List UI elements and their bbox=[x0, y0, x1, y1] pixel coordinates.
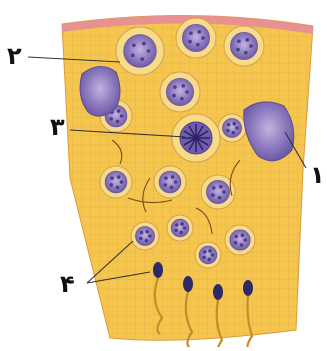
chromatin-dot bbox=[226, 129, 230, 133]
chromatin-dot bbox=[237, 39, 241, 43]
label-3: ٣ bbox=[50, 115, 65, 139]
chromatin-dot bbox=[163, 183, 167, 187]
label-2: ٢ bbox=[7, 44, 22, 68]
chromatin-dot bbox=[180, 222, 184, 226]
chromatin-dot bbox=[145, 239, 149, 243]
chromatin-dot bbox=[120, 180, 124, 184]
sperm-head bbox=[243, 280, 253, 296]
chromatin-dot bbox=[240, 243, 244, 247]
chromatin-dot bbox=[211, 193, 215, 197]
cell-nucleus bbox=[124, 35, 157, 68]
cell bbox=[131, 222, 159, 250]
cell bbox=[160, 72, 200, 112]
label-4: ۴ bbox=[60, 272, 75, 296]
chromatin-dot bbox=[202, 256, 206, 260]
chromatin-dot bbox=[211, 253, 215, 257]
chromatin-dot bbox=[147, 49, 151, 53]
chromatin-dot bbox=[243, 238, 247, 242]
sperm-head bbox=[213, 284, 223, 300]
chromatin-dot bbox=[235, 126, 239, 130]
chromatin-dot bbox=[208, 249, 212, 253]
chromatin-dot bbox=[180, 97, 184, 101]
chromatin-dot bbox=[244, 51, 248, 55]
chromatin-dot bbox=[245, 38, 249, 42]
chromatin-dot bbox=[175, 223, 179, 227]
chromatin-dot bbox=[234, 235, 238, 239]
chromatin-dot bbox=[172, 94, 176, 98]
chromatin-dot bbox=[173, 85, 177, 89]
chromatin-dot bbox=[117, 109, 121, 113]
chromatin-dot bbox=[171, 175, 175, 179]
chromatin-dot bbox=[219, 185, 223, 189]
chromatin-dot bbox=[132, 43, 136, 47]
cell-nucleus bbox=[230, 32, 257, 59]
chromatin-dot bbox=[249, 44, 253, 48]
chromatin-dot bbox=[142, 42, 146, 46]
cell bbox=[224, 26, 264, 66]
chromatin-dot bbox=[183, 226, 187, 230]
cell-nucleus bbox=[206, 180, 229, 203]
cell bbox=[195, 242, 221, 268]
chromatin-dot bbox=[203, 250, 207, 254]
cell bbox=[176, 18, 216, 58]
chromatin-dot bbox=[131, 54, 135, 58]
chromatin-dot bbox=[109, 117, 113, 121]
chromatin-dot bbox=[139, 237, 143, 241]
large-cell-left bbox=[80, 66, 120, 116]
chromatin-dot bbox=[234, 241, 238, 245]
chromatin-dot bbox=[110, 176, 114, 180]
cell bbox=[218, 114, 246, 142]
chromatin-dot bbox=[232, 131, 236, 135]
chromatin-dot bbox=[232, 122, 236, 126]
chromatin-dot bbox=[201, 36, 205, 40]
chromatin-dot bbox=[148, 234, 152, 238]
cell-nucleus bbox=[230, 230, 250, 250]
dividing-cell bbox=[172, 114, 220, 162]
cell-nucleus bbox=[159, 171, 181, 193]
label-1: ١ bbox=[310, 163, 325, 187]
chromatin-dot bbox=[185, 90, 189, 94]
chromatin-dot bbox=[188, 40, 192, 44]
chromatin-dot bbox=[164, 176, 168, 180]
chromatin-dot bbox=[181, 84, 185, 88]
cell bbox=[100, 166, 132, 198]
cell bbox=[116, 27, 164, 75]
chromatin-dot bbox=[140, 57, 144, 61]
chromatin-dot bbox=[197, 30, 201, 34]
sperm-head bbox=[183, 276, 193, 292]
chromatin-dot bbox=[207, 258, 211, 262]
chromatin-dot bbox=[189, 31, 193, 35]
chromatin-dot bbox=[222, 190, 226, 194]
chromatin-dot bbox=[218, 196, 222, 200]
cell bbox=[201, 175, 235, 209]
cell-nucleus bbox=[166, 78, 193, 105]
chromatin-dot bbox=[179, 231, 183, 235]
chromatin-dot bbox=[170, 186, 174, 190]
chromatin-dot bbox=[116, 186, 120, 190]
cell-nucleus bbox=[105, 171, 127, 193]
chromatin-dot bbox=[116, 120, 120, 124]
chromatin-dot bbox=[174, 229, 178, 233]
chromatin-dot bbox=[117, 175, 121, 179]
chromatin-dot bbox=[227, 123, 231, 127]
cell bbox=[167, 215, 193, 241]
chromatin-dot bbox=[174, 180, 178, 184]
chromatin-dot bbox=[196, 43, 200, 47]
chromatin-dot bbox=[120, 114, 124, 118]
chromatin-dot bbox=[236, 48, 240, 52]
cell-nucleus bbox=[182, 24, 209, 51]
chromatin-dot bbox=[241, 234, 245, 238]
chromatin-dot bbox=[145, 230, 149, 234]
sperm-head bbox=[153, 262, 163, 278]
chromatin-dot bbox=[212, 186, 216, 190]
cell bbox=[225, 225, 255, 255]
chromatin-dot bbox=[109, 183, 113, 187]
cell bbox=[154, 166, 186, 198]
chromatin-dot bbox=[140, 231, 144, 235]
